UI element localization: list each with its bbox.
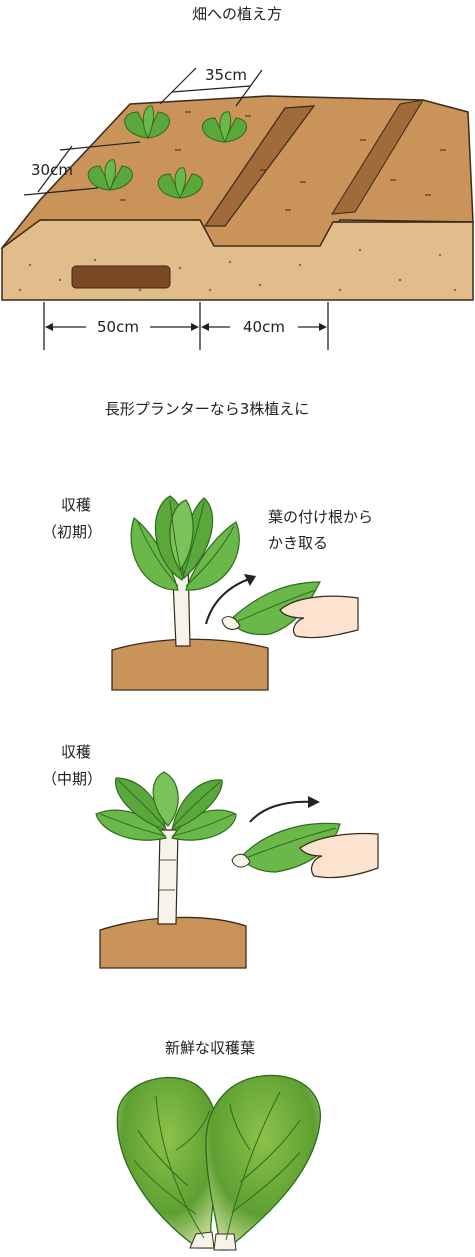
dimension-arrowheads xyxy=(45,323,327,331)
row-spacing-label: 30cm xyxy=(31,161,73,179)
early-harvest-plant xyxy=(111,495,269,691)
seedling-4 xyxy=(157,167,203,200)
seedling-2 xyxy=(201,111,247,144)
early-harvest-label-line1: 収穫 xyxy=(61,496,91,514)
aisle-width-label: 40cm xyxy=(243,318,285,336)
mid-harvest-arrow xyxy=(249,796,320,823)
fresh-leaves-title: 新鮮な収穫葉 xyxy=(165,1039,255,1057)
mid-harvest-hand-leaf xyxy=(231,822,379,879)
early-harvest-hand-leaf xyxy=(221,581,359,639)
bed-width-label: 50cm xyxy=(97,318,139,336)
planter-note: 長形プランターなら3株植えに xyxy=(105,400,310,418)
seedling-3 xyxy=(87,159,133,192)
plant-spacing-label: 35cm xyxy=(205,66,247,84)
plant-spacing-dimension xyxy=(159,67,263,107)
seedling-1 xyxy=(124,105,170,140)
instruction-line1: 葉の付け根から xyxy=(268,508,373,526)
field-planting-title: 畑への植え方 xyxy=(192,5,282,23)
early-harvest-arrow xyxy=(205,574,256,625)
mid-harvest-label-line2: （中期） xyxy=(42,770,102,788)
instruction-line2: かき取る xyxy=(268,534,328,552)
bed-width-dimension xyxy=(43,302,329,350)
mid-harvest-plant xyxy=(95,771,247,969)
early-harvest-label-line2: （初期） xyxy=(42,523,102,541)
field-bed-diagram xyxy=(0,95,474,301)
mid-harvest-label-line1: 収穫 xyxy=(61,743,91,761)
fresh-harvested-leaves xyxy=(116,1074,321,1251)
row-spacing-dimension xyxy=(23,141,141,196)
